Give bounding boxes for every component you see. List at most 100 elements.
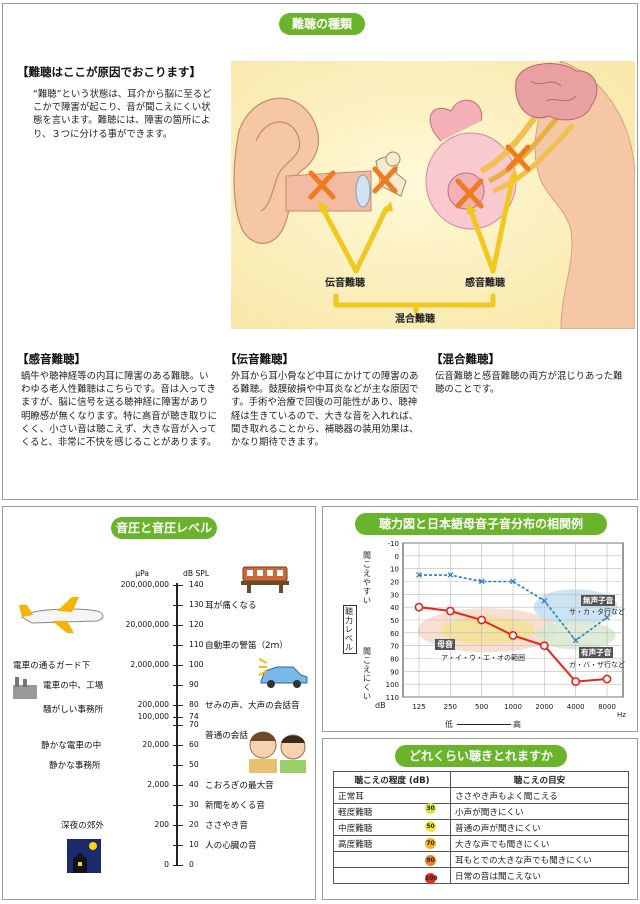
sound-waves-icon bbox=[258, 658, 268, 676]
scale-tick bbox=[173, 665, 183, 666]
db-tick-label: 70 bbox=[189, 720, 199, 729]
x-tick-label: 4000 bbox=[567, 703, 585, 711]
section-pill: 聴力図と日本語母音子音分布の相関例 bbox=[355, 513, 607, 535]
row-desc: 耳もとでの大きな声でも聞きにくい bbox=[450, 851, 629, 868]
series-line bbox=[419, 574, 608, 642]
y-label-easy: 聞こえやすい bbox=[363, 551, 371, 605]
table-row: 中度難聴普通の声が聞きにくい bbox=[333, 819, 629, 836]
conductive-text: 外耳から耳小骨など中耳にかけての障害のある難聴。鼓膜破損や中耳炎などが主な原因で… bbox=[231, 371, 419, 449]
upa-tick-label: 20,000,000 bbox=[125, 620, 169, 629]
right-ear-point: × bbox=[509, 577, 517, 588]
y-tick-label: -10 bbox=[388, 540, 399, 548]
scale-tick bbox=[173, 865, 183, 866]
example-right: 人の心臓の音 bbox=[205, 841, 257, 851]
right-ear-point: × bbox=[415, 570, 423, 581]
region-unvoiced-sub: サ・カ・タ行など bbox=[569, 608, 625, 616]
marker-70: 70 bbox=[425, 838, 436, 849]
upa-tick-label: 100,000 bbox=[137, 712, 169, 721]
example-right: こおろぎの最大音 bbox=[205, 781, 274, 791]
right-ear-point: × bbox=[603, 612, 611, 623]
example-right: せみの声、大声の会話音 bbox=[205, 701, 300, 711]
x-tick-label: 500 bbox=[475, 703, 488, 711]
x-tick-label: 8000 bbox=[598, 703, 616, 711]
scale-tick bbox=[173, 785, 183, 786]
example-right: 普通の会話 bbox=[205, 731, 248, 741]
region-unvoiced-title: 無声子音 bbox=[581, 595, 616, 606]
region-voiced-sub: ガ・バ・ザ行など bbox=[569, 661, 625, 669]
marker-100: 100 bbox=[425, 873, 438, 884]
label-mixed: 混合難聴 bbox=[395, 314, 435, 325]
label-conductive: 伝音難聴 bbox=[325, 278, 365, 289]
row-desc: 普通の声が聞きにくい bbox=[450, 819, 629, 836]
region-voiced-title: 有声子音 bbox=[579, 647, 614, 658]
y-tick-label: 10 bbox=[390, 566, 399, 574]
mixed-text: 伝音難聴と感音難聴の両方が混じりあった難聴のことです。 bbox=[435, 371, 623, 396]
marker-50: 50 bbox=[425, 821, 436, 832]
db-tick-label: 100 bbox=[189, 660, 204, 669]
example-left: 静かな電車の中 bbox=[41, 741, 102, 751]
scale-tick bbox=[173, 605, 183, 606]
marker-90: 90 bbox=[425, 855, 436, 866]
db-tick-label: 0 bbox=[189, 860, 194, 869]
upa-tick-label: 2,000 bbox=[147, 780, 169, 789]
scale-tick bbox=[173, 625, 183, 626]
y-tick-label: 90 bbox=[390, 668, 399, 676]
upa-tick-label: 20,000 bbox=[142, 740, 169, 749]
db-tick-label: 120 bbox=[189, 620, 204, 629]
sensorineural-heading: 【感音難聴】 bbox=[17, 352, 86, 366]
right-ear-point: × bbox=[540, 596, 548, 607]
upa-tick-label: 2,000,000 bbox=[130, 660, 169, 669]
left-ear-point bbox=[477, 615, 487, 625]
row-desc: ささやき声もよく聞こえる bbox=[450, 787, 629, 804]
left-ear-point bbox=[508, 630, 518, 640]
label-sensorineural: 感音難聴 bbox=[465, 278, 505, 289]
y-tick-label: 50 bbox=[390, 617, 399, 625]
scale-tick bbox=[173, 705, 183, 706]
x-unit: Hz bbox=[617, 711, 626, 719]
x-tick-label: 2000 bbox=[535, 703, 553, 711]
scale-tick bbox=[173, 585, 183, 586]
conductive-heading: 【伝音難聴】 bbox=[225, 352, 294, 366]
left-ear-point bbox=[571, 677, 581, 686]
night-house-icon bbox=[67, 839, 101, 873]
intro-heading: 【難聴はここが原因でおこります】 bbox=[17, 65, 201, 79]
scale-tick bbox=[173, 645, 183, 646]
hearing-loss-types-panel: 難聴の種類 【難聴はここが原因でおこります】 “難聴”という状態は、耳介から脳に… bbox=[2, 3, 638, 500]
example-left: 静かな事務所 bbox=[49, 761, 101, 771]
row-desc: 日常の音は聞こえない bbox=[450, 867, 629, 884]
right-ear-point: × bbox=[571, 636, 579, 647]
upa-tick-label: 0 bbox=[164, 860, 169, 869]
audiogram-panel: 聴力図と日本語母音子音分布の相関例 聞こえやすい 聴力レベル 聞こえにくい dB… bbox=[322, 506, 638, 732]
row-desc: 大きな声でも聞きにくい bbox=[450, 835, 629, 852]
upa-tick-label: 200 bbox=[154, 820, 170, 829]
db-tick-label: 110 bbox=[189, 640, 204, 649]
upa-tick-label: 200,000,000 bbox=[120, 580, 169, 589]
region-vowel-sub: ア・イ・ウ・エ・オの範囲 bbox=[441, 654, 525, 662]
col-header-guide: 聴こえの目安 bbox=[450, 771, 629, 788]
scale-tick bbox=[173, 825, 183, 826]
scale-axis bbox=[176, 583, 178, 866]
hearing-table: 聴こえの程度 (dB) 聴こえの目安 正常耳ささやき声もよく聞こえる 軽度難聴小… bbox=[333, 771, 629, 884]
x-tick-label: 250 bbox=[444, 703, 457, 711]
table-row: 軽度難聴小声が聞きにくい bbox=[333, 803, 629, 820]
intro-text: “難聴”という状態は、耳介から脳に至るどこかで障害が起こり、音が聞こえにくい状態… bbox=[33, 89, 212, 140]
left-ear-point bbox=[445, 606, 455, 616]
example-left: 電車の通るガード下 bbox=[13, 661, 91, 671]
y-tick-label: 110 bbox=[386, 694, 399, 702]
example-right: 耳が痛くなる bbox=[205, 601, 257, 611]
x-tick-label: 125 bbox=[412, 703, 425, 711]
db-tick-label: 74 bbox=[189, 712, 199, 721]
db-tick-label: 50 bbox=[189, 760, 199, 769]
scale-tick bbox=[173, 725, 183, 726]
table-row: 正常耳ささやき声もよく聞こえる bbox=[333, 787, 629, 804]
train-bridge-icon bbox=[241, 566, 289, 593]
scale-tick bbox=[173, 745, 183, 746]
right-ear-point: × bbox=[446, 570, 454, 581]
row-desc: 小声が聞きにくい bbox=[450, 803, 629, 820]
left-ear-point bbox=[602, 674, 612, 684]
x-high-label: 高 bbox=[513, 720, 521, 729]
example-left: 深夜の郊外 bbox=[61, 821, 104, 831]
y-tick-label: 40 bbox=[390, 604, 399, 612]
